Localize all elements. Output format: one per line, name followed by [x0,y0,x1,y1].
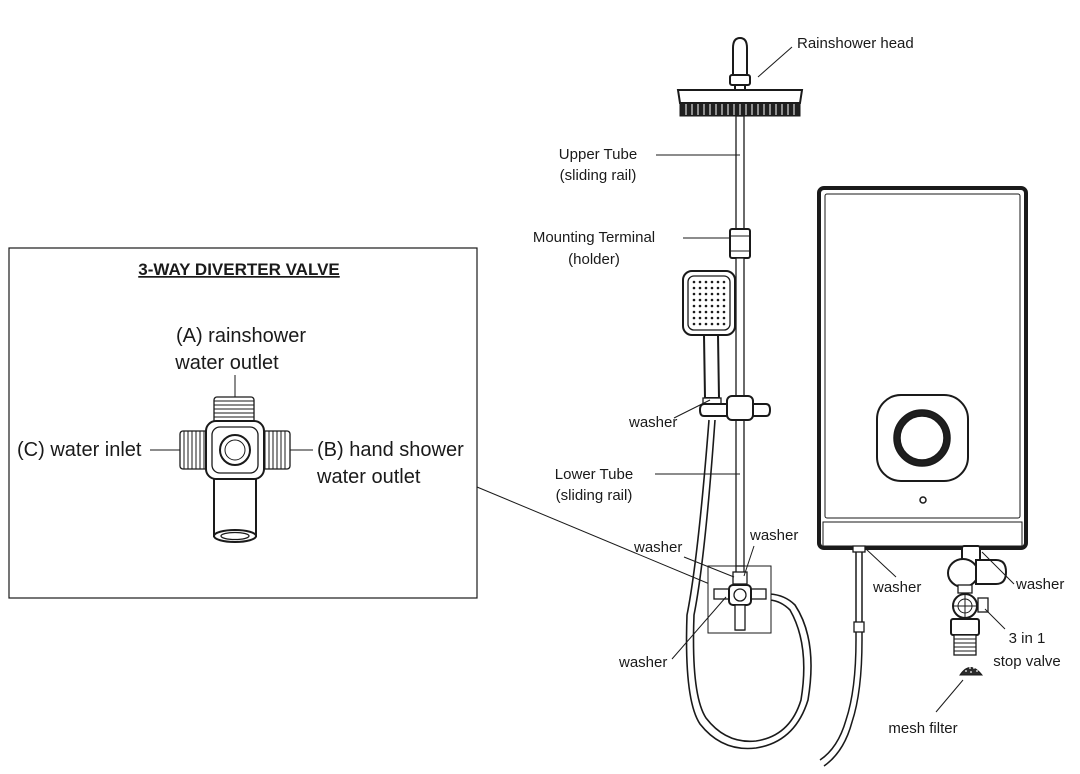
label-stop-valve-line2: stop valve [993,653,1061,670]
label-mounting-terminal-line1: Mounting Terminal [533,229,655,246]
shower-set [676,36,865,767]
water-heater [817,186,1028,588]
indicator-light [919,496,927,504]
heater-inlet-fitting [947,545,1008,588]
slider-holder [698,395,772,421]
label-mesh-filter: mesh filter [888,720,957,737]
label-washer-heater-outlet: washer [872,579,921,596]
diverter-valve-inset: 3-WAY DIVERTER VALVE (A) rainshower wate… [8,247,713,599]
outlet-b-label-line2: water outlet [316,466,421,488]
label-stop-valve-line1: 3 in 1 [1009,630,1046,647]
label-washer-valve-left: washer [633,539,682,556]
label-lower-tube-line1: Lower Tube [555,466,633,483]
flexible-hose [685,419,812,750]
inset-leader-line [476,486,713,586]
label-washer-valve-bottom: washer [618,654,667,671]
label-washer-handshower: washer [628,414,677,431]
upper-tube [735,115,745,230]
outlet-a-label-line1: (A) rainshower [176,325,306,347]
label-washer-heater-inlet: washer [1015,576,1064,593]
diverter-valve-large [179,396,291,543]
label-lower-tube-line2: (sliding rail) [556,487,633,504]
label-upper-tube-line1: Upper Tube [559,146,637,163]
heater-bottom-band [822,521,1023,547]
heater-outlet-hose [819,548,857,761]
outlet-a-label-line2: water outlet [174,352,279,374]
stop-valve [950,584,989,656]
label-mounting-terminal-line2: (holder) [568,251,620,268]
rainshower-head [676,36,804,117]
mounting-terminal [729,228,751,259]
label-upper-tube-line2: (sliding rail) [560,167,637,184]
label-washer-valve-top: washer [749,527,798,544]
callout-labels: Rainshower head Upper Tube (sliding rail… [533,35,1065,737]
inlet-c-label: (C) water inlet [17,439,142,461]
outlet-b-label-line1: (B) hand shower [317,439,464,461]
inset-title: 3-WAY DIVERTER VALVE [138,260,340,279]
hand-shower [682,270,736,411]
mesh-filter [959,667,984,676]
label-rainshower-head: Rainshower head [797,35,914,52]
diverter-valve [707,565,772,634]
